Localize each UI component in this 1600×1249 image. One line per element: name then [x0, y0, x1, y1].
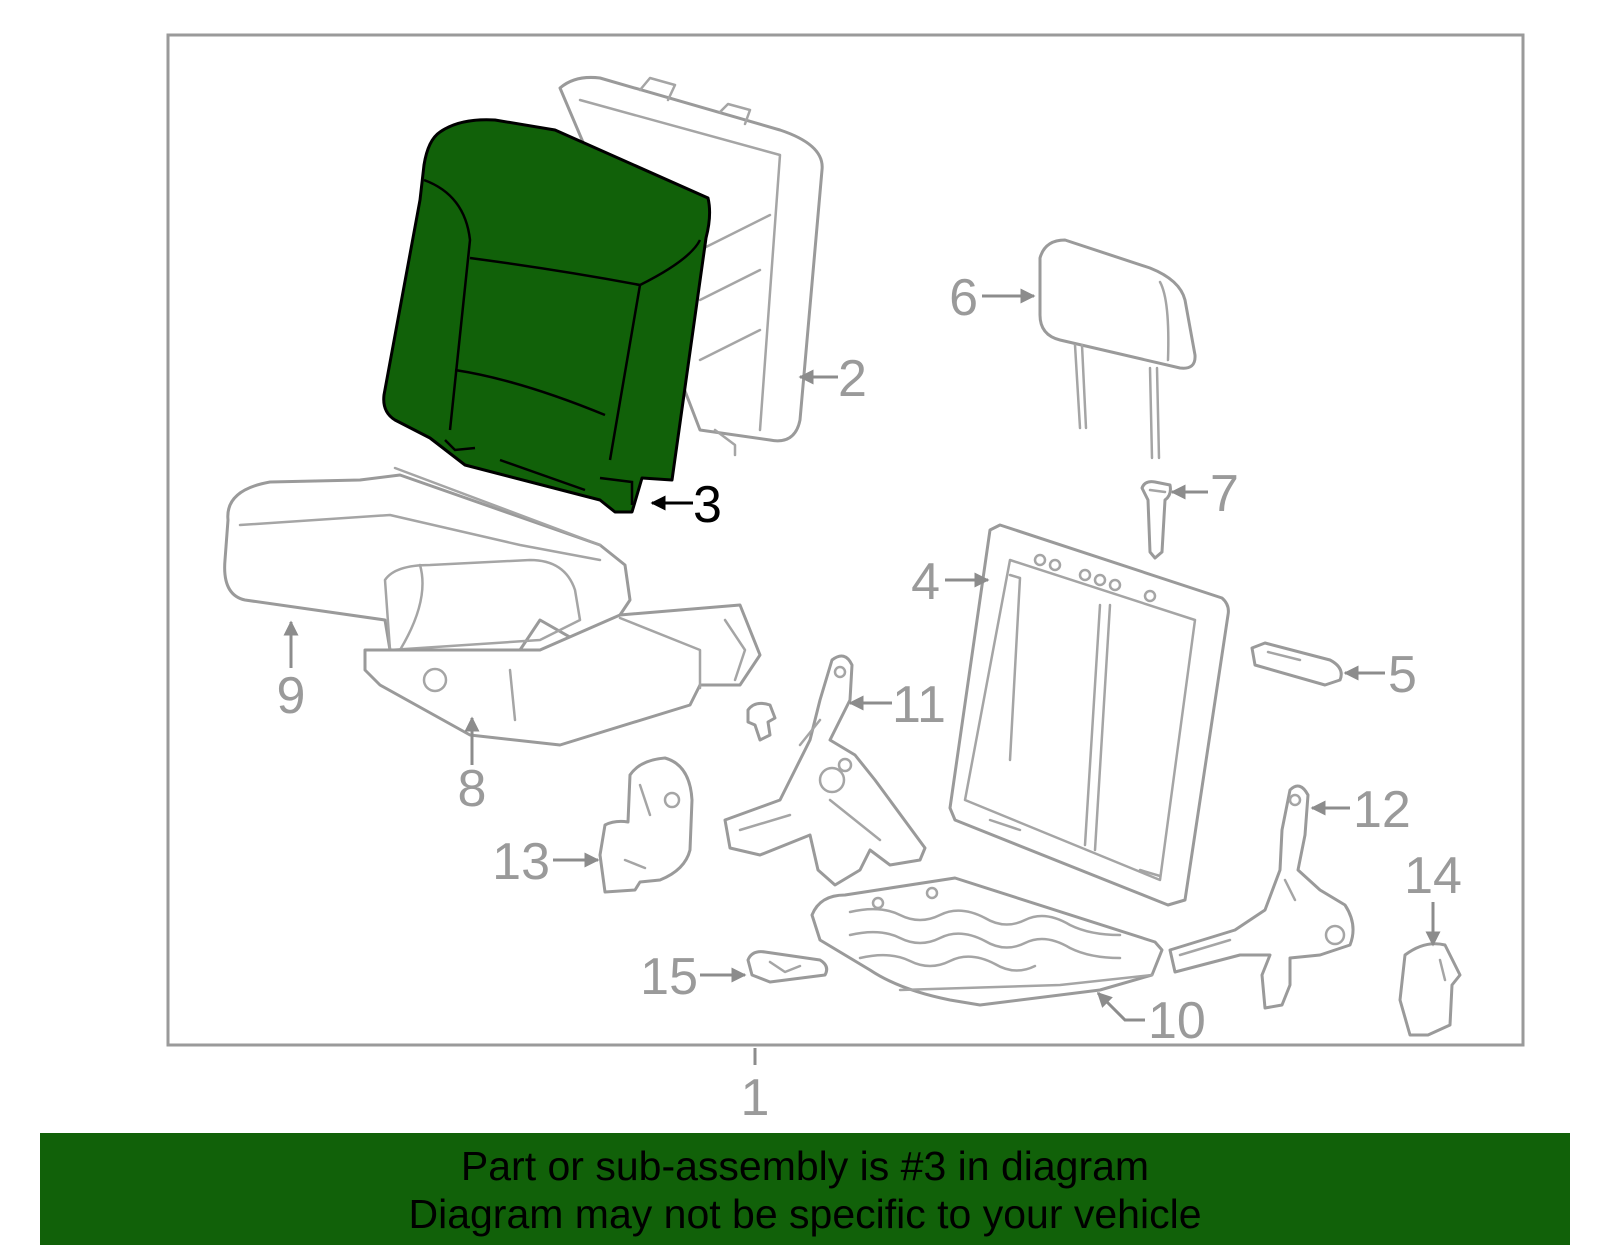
- part-5-cap[interactable]: [1250, 641, 1343, 687]
- callout-14: 14: [1404, 847, 1462, 905]
- info-banner: Part or sub-assembly is #3 in diagram Di…: [40, 1133, 1570, 1245]
- callout-5: 5: [1388, 646, 1417, 704]
- part-15-clip[interactable]: [746, 950, 829, 984]
- leader-lines: [283, 288, 1441, 1065]
- callout-4: 4: [911, 553, 940, 611]
- callout-6: 6: [949, 269, 978, 327]
- part-13-trim-cover[interactable]: [598, 756, 694, 894]
- callout-9: 9: [277, 667, 306, 725]
- part-6-headrest[interactable]: [1038, 238, 1197, 460]
- callout-15: 15: [640, 948, 698, 1006]
- callout-7: 7: [1210, 465, 1239, 523]
- part-8-seat-frame[interactable]: [363, 603, 762, 747]
- callout-2: 2: [838, 350, 867, 408]
- part-10-cushion-frame[interactable]: [810, 876, 1164, 1007]
- callout-10: 10: [1148, 992, 1206, 1050]
- callout-13: 13: [492, 833, 550, 891]
- part-3-seatback-cover[interactable]: [382, 118, 712, 514]
- bolt[interactable]: [746, 701, 777, 742]
- callout-12: 12: [1353, 781, 1411, 839]
- part-14-end-trim[interactable]: [1398, 942, 1462, 1037]
- part-11-recliner-left[interactable]: [723, 654, 927, 887]
- banner-line-disclaimer: Diagram may not be specific to your vehi…: [408, 1191, 1202, 1237]
- callout-1: 1: [741, 1069, 770, 1127]
- part-4-seatback-frame[interactable]: [948, 523, 1230, 907]
- callout-11: 11: [892, 676, 946, 734]
- assembly-frame: [166, 33, 1525, 1047]
- banner-line-part: Part or sub-assembly is #3 in diagram: [460, 1143, 1150, 1189]
- callout-8: 8: [458, 760, 487, 818]
- callout-3: 3: [693, 476, 722, 534]
- callout-labels: 1 2 3 4 5 6 7 8 9 10 11 12 13 14 15: [277, 269, 1462, 1127]
- part-12-recliner-right[interactable]: [1168, 784, 1355, 1010]
- parts-diagram: 1 2 3 4 5 6 7 8 9 10 11 12 13 14 15: [166, 33, 1525, 1127]
- part-7-headrest-guide[interactable]: [1140, 480, 1172, 560]
- part-9-seat-cushion[interactable]: [223, 466, 632, 652]
